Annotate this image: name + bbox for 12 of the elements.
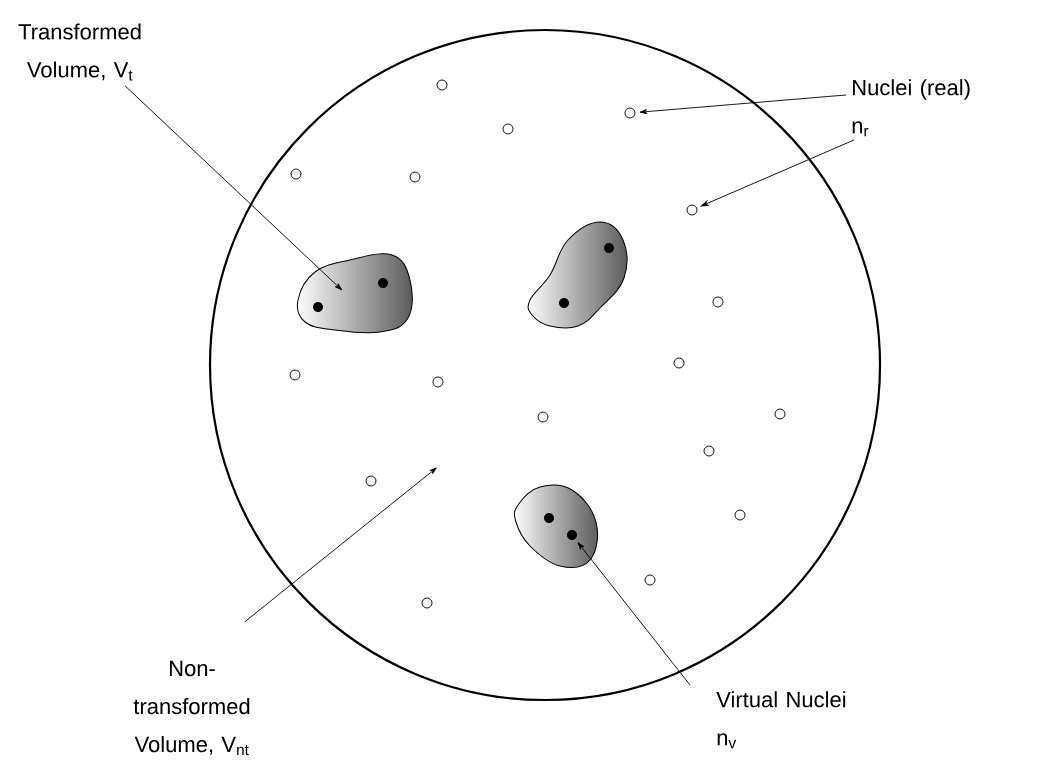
- leader-arrow: [244, 467, 437, 623]
- shaded-blob: [296, 253, 413, 334]
- callout-text: Nuclei (real) n$_{r}$: [852, 79, 970, 137]
- shaded-blob: [513, 484, 599, 569]
- leader-arrow: [577, 542, 691, 686]
- leader-arrow: [124, 85, 343, 291]
- leader-arrow: [700, 139, 855, 207]
- callout-text: Transformed Volume, V$_{t}$: [18, 23, 141, 81]
- leader-arrow: [639, 94, 847, 115]
- shaded-blob: [527, 221, 628, 329]
- callout-text: Non-transformed Volume, V$_{nt}$: [133, 660, 250, 756]
- callout-text: Virtual Nuclei n$_{v}$: [716, 691, 846, 749]
